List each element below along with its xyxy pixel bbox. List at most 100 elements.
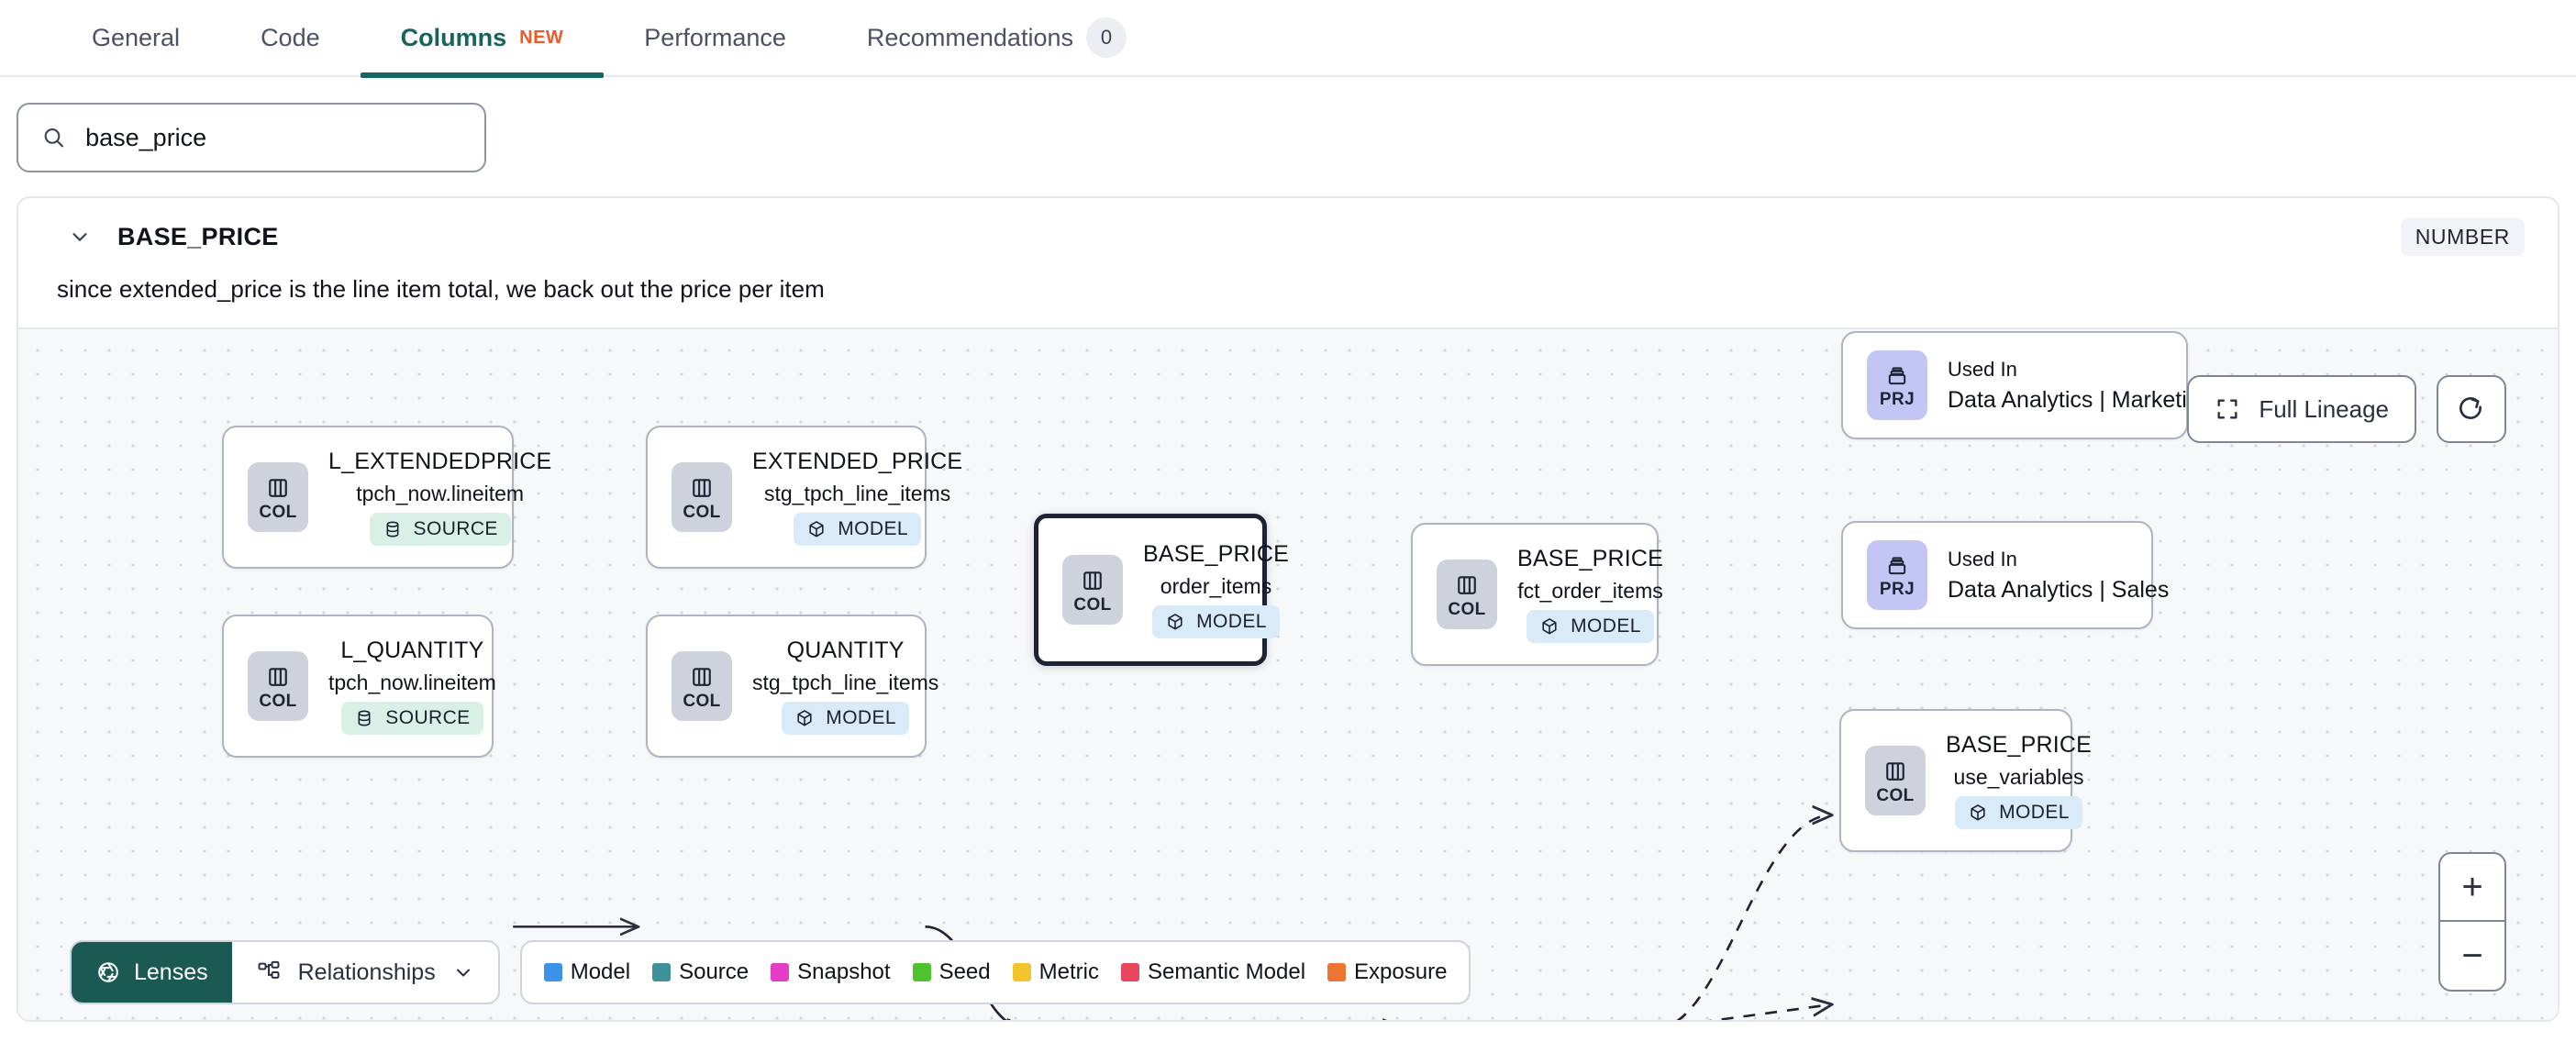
node-kind-label: COL: [683, 502, 721, 522]
legend-label: Exposure: [1354, 959, 1448, 984]
legend-label: Model: [570, 959, 631, 984]
expand-corners-icon: [2217, 399, 2237, 419]
node-type-tag-label: MODEL: [1196, 611, 1267, 632]
used-in-value: Data Analytics | Sales: [1948, 576, 2170, 603]
node-type-tag-label: SOURCE: [385, 707, 471, 728]
node-body: L_QUANTITY tpch_now.lineitem SOURCE: [328, 637, 496, 735]
lineage-node-order-items[interactable]: COL BASE_PRICE order_items MODEL: [1034, 514, 1289, 666]
legend-item-semantic-model: Semantic Model: [1120, 959, 1305, 985]
node-subtitle: tpch_now.lineitem: [356, 482, 525, 505]
refresh-button[interactable]: [2437, 375, 2506, 443]
column-icon-badge: COL: [248, 462, 308, 532]
node-kind-label: COL: [1876, 785, 1915, 805]
column-icon-badge: COL: [1062, 555, 1123, 625]
column-panel: BASE_PRICE NUMBER since extended_price i…: [17, 196, 2559, 1022]
lineage-node-quantity[interactable]: COL QUANTITY stg_tpch_line_items MODEL: [646, 615, 938, 758]
chevron-down-icon[interactable]: [452, 961, 474, 983]
legend-item-source: Source: [652, 959, 749, 985]
node-subtitle: use_variables: [1953, 765, 2084, 789]
relationships-icon: [258, 960, 280, 979]
node-type-tag-label: MODEL: [826, 707, 896, 728]
zoom-in-button[interactable]: +: [2440, 854, 2504, 922]
legend-swatch: [1327, 963, 1347, 981]
node-name: EXTENDED_PRICE: [752, 449, 963, 474]
database-icon: [358, 710, 371, 726]
relationships-dropdown[interactable]: Relationships: [232, 942, 498, 1003]
lineage-canvas[interactable]: COL L_EXTENDEDPRICE tpch_now.lineitem SO…: [18, 327, 2558, 1020]
database-icon: [386, 521, 399, 538]
tab-label: General: [92, 23, 181, 51]
node-kind-label: COL: [683, 691, 721, 711]
project-icon-badge: PRJ: [1867, 350, 1927, 420]
node-kind-label: COL: [1448, 599, 1486, 619]
lenses-label: Lenses: [134, 959, 208, 985]
used-in-label: Used In: [1948, 357, 2017, 381]
column-icon: [1083, 571, 1102, 590]
tab-general[interactable]: General: [51, 0, 220, 76]
relationships-label: Relationships: [297, 959, 436, 985]
lineage-node-used-in-sales[interactable]: PRJ Used In Data Analytics | Sales: [1841, 521, 2169, 629]
column-icon-badge: COL: [672, 651, 732, 721]
legend-swatch: [771, 963, 790, 981]
search-area: [0, 77, 2576, 196]
column-icon-badge: COL: [1865, 746, 1926, 815]
lineage-node-use-variables[interactable]: COL BASE_PRICE use_variables MODEL: [1839, 709, 2092, 852]
column-icon: [693, 667, 711, 686]
cube-icon: [1168, 614, 1183, 630]
column-header[interactable]: BASE_PRICE NUMBER: [18, 198, 2558, 275]
tab-label: Code: [261, 23, 320, 51]
full-lineage-button[interactable]: Full Lineage: [2187, 375, 2416, 443]
node-subtitle: stg_tpch_line_items: [752, 671, 939, 694]
node-subtitle: stg_tpch_line_items: [763, 482, 951, 505]
search-box[interactable]: [17, 103, 486, 172]
tab-columns[interactable]: Columns NEW: [360, 0, 605, 78]
search-input[interactable]: [85, 123, 461, 152]
recommendations-count-badge: 0: [1086, 17, 1127, 58]
node-subtitle: fct_order_items: [1517, 579, 1663, 603]
node-kind-label: COL: [259, 691, 297, 711]
node-type-tag: MODEL: [1527, 610, 1654, 643]
column-icon: [1886, 761, 1904, 781]
cube-icon: [797, 710, 812, 726]
project-icon: [1888, 366, 1906, 384]
node-kind-label: PRJ: [1879, 389, 1915, 409]
tab-performance[interactable]: Performance: [604, 0, 827, 76]
lineage-node-l-extendedprice[interactable]: COL L_EXTENDEDPRICE tpch_now.lineitem SO…: [222, 426, 551, 569]
lenses-button[interactable]: Lenses: [72, 942, 232, 1003]
legend-label: Seed: [938, 959, 991, 984]
node-type-tag: MODEL: [794, 513, 921, 546]
zoom-out-button[interactable]: −: [2461, 936, 2483, 976]
lineage-node-fct-order-items[interactable]: COL BASE_PRICE fct_order_items MODEL: [1411, 523, 1663, 666]
tab-code[interactable]: Code: [220, 0, 361, 76]
page-title: BASE_PRICE: [117, 222, 279, 250]
lineage-node-used-in-marketing[interactable]: PRJ Used In Data Analytics | Marketing: [1841, 331, 2213, 439]
lineage-node-extended-price[interactable]: COL EXTENDED_PRICE stg_tpch_line_items M…: [646, 426, 962, 569]
node-body: BASE_PRICE order_items MODEL: [1143, 541, 1289, 638]
chevron-down-icon[interactable]: [70, 227, 90, 247]
node-body: EXTENDED_PRICE stg_tpch_line_items MODEL: [752, 449, 962, 546]
node-name: L_QUANTITY: [340, 637, 484, 663]
column-icon: [269, 478, 287, 497]
node-type-tag: MODEL: [1152, 605, 1280, 638]
node-body: L_EXTENDEDPRICE tpch_now.lineitem SOURCE: [328, 449, 551, 546]
column-icon-badge: COL: [248, 651, 308, 721]
node-kind-label: COL: [1073, 594, 1112, 615]
node-type-tag: SOURCE: [341, 702, 483, 735]
column-type-badge: NUMBER: [2400, 217, 2525, 256]
canvas-top-controls: Full Lineage: [2187, 375, 2506, 443]
zoom-controls: + −: [2438, 852, 2506, 992]
legend-swatch: [1120, 963, 1139, 981]
column-icon: [693, 478, 711, 497]
project-icon-badge: PRJ: [1867, 540, 1927, 610]
node-type-tag: MODEL: [1955, 796, 2082, 829]
legend-item-model: Model: [543, 959, 631, 985]
node-type-tag-label: MODEL: [1999, 802, 2070, 823]
column-description: since extended_price is the line item to…: [57, 275, 825, 303]
cube-icon: [809, 521, 824, 538]
node-body: Used In Data Analytics | Marketing: [1948, 358, 2213, 414]
node-type-tag-label: MODEL: [838, 518, 908, 539]
lineage-node-l-quantity[interactable]: COL L_QUANTITY tpch_now.lineitem SOURCE: [222, 615, 496, 758]
tab-recommendations[interactable]: Recommendations 0: [827, 0, 1167, 76]
legend-item-snapshot: Snapshot: [771, 959, 891, 985]
node-kind-label: COL: [259, 502, 297, 522]
